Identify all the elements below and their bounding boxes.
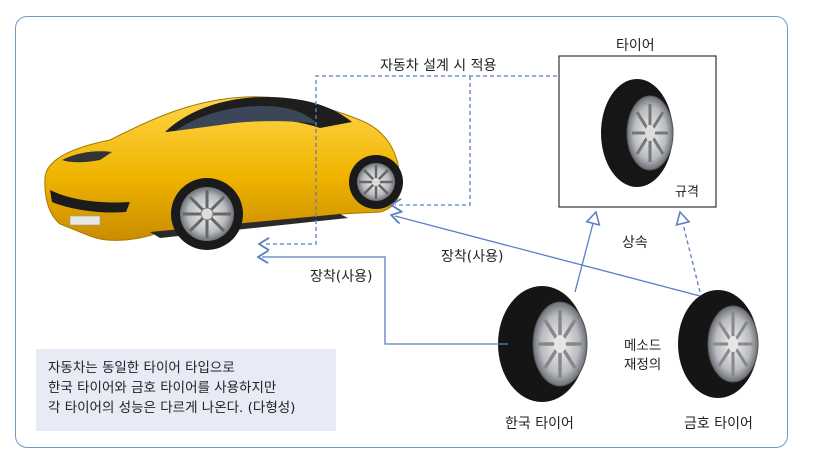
tire-class-title: 타이어 (616, 38, 655, 54)
design-apply-label: 자동차 설계 시 적용 (380, 58, 497, 74)
hankook-inheritance-arrow (574, 212, 596, 293)
hankook-tire-icon (498, 286, 588, 402)
kumho-tire-label: 금호 타이어 (684, 416, 753, 432)
tire-class-icon (601, 79, 674, 187)
note-line-2: 한국 타이어와 금호 타이어를 사용하지만 (48, 380, 277, 396)
note-line-1: 자동차는 동일한 타이어 타입으로 (48, 360, 235, 376)
hankook-mount-arrow (262, 257, 508, 345)
sports-car-image (44, 96, 403, 250)
method-redefine-label-2: 재정의 (624, 357, 662, 373)
spec-label: 규격 (675, 185, 699, 200)
design-apply-connector-rear (395, 76, 471, 205)
kumho-tire-icon (678, 290, 759, 398)
polymorphism-note: 자동차는 동일한 타이어 타입으로 한국 타이어와 금호 타이어를 사용하지만 … (36, 349, 336, 431)
hankook-tire-label: 한국 타이어 (505, 416, 574, 432)
design-apply-connector (263, 75, 557, 244)
method-redefine-label-1: 메소드 (624, 338, 662, 354)
inheritance-label: 상속 (622, 235, 648, 251)
kumho-inheritance-arrow (680, 212, 701, 293)
note-line-3: 각 타이어의 성능은 다르게 나온다. (다형성) (48, 400, 296, 416)
mount-use-label-hankook: 장착(사용) (310, 269, 373, 285)
kumho-mount-arrow (395, 216, 701, 297)
mount-use-label-kumho: 장착(사용) (441, 249, 504, 265)
